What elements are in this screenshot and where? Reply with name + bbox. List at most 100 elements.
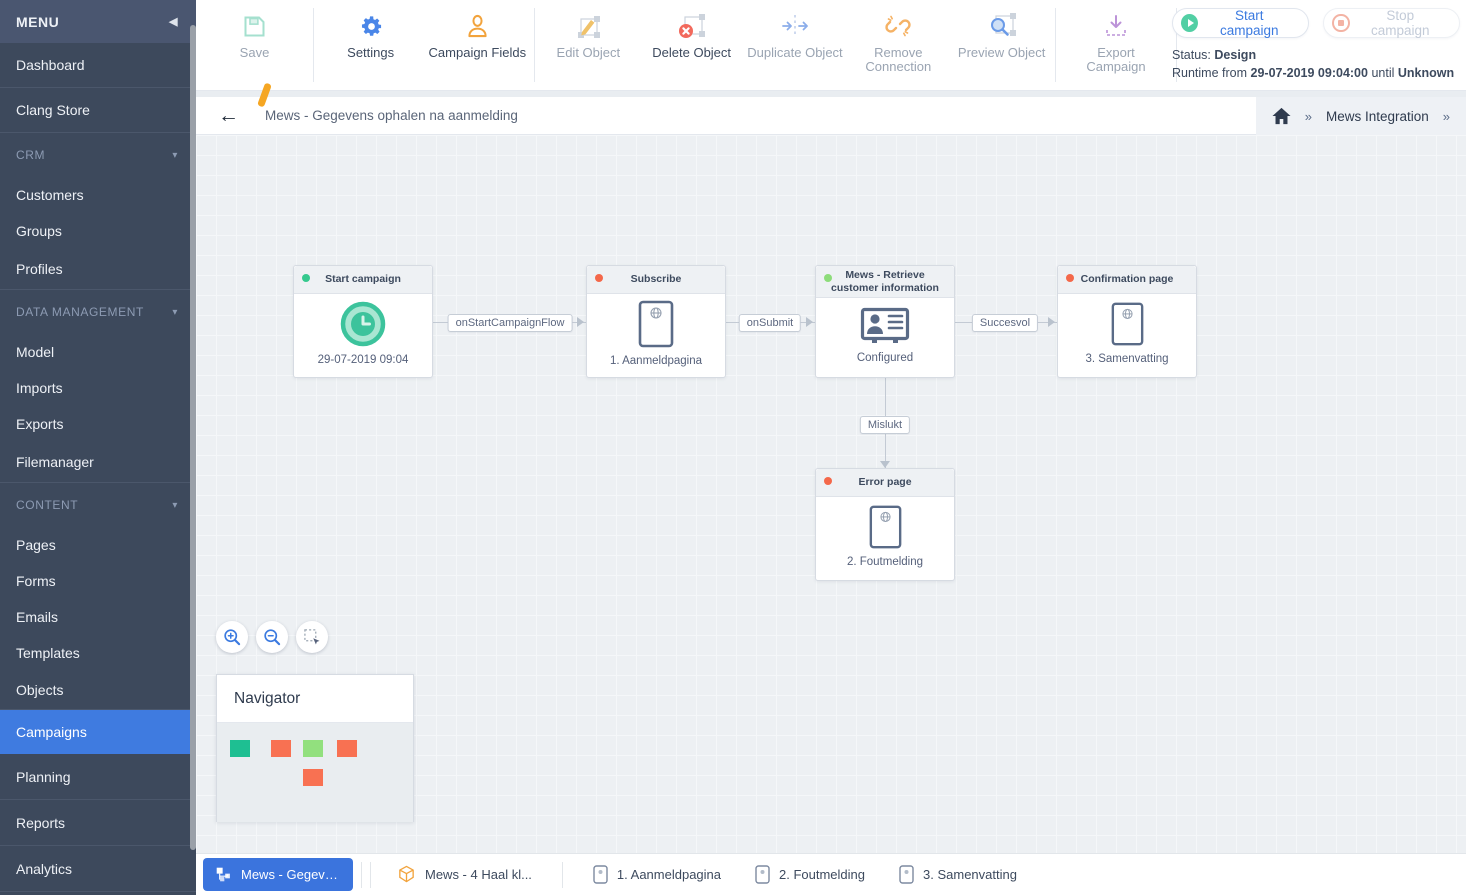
person-icon bbox=[464, 12, 491, 40]
edit-pencil-icon bbox=[573, 12, 603, 40]
home-icon[interactable] bbox=[1272, 107, 1291, 125]
back-arrow-icon[interactable]: ← bbox=[218, 104, 239, 127]
tab-label: 2. Foutmelding bbox=[779, 867, 866, 882]
bottom-tab-bar: Mews - Gegeven... Mews - 4 Haal kl... 1.… bbox=[196, 853, 1466, 895]
sidebar-item-forms[interactable]: Forms bbox=[16, 573, 56, 589]
sidebar-collapse-icon[interactable]: ◀ bbox=[169, 16, 178, 28]
minimap-node bbox=[271, 740, 291, 757]
preview-object-button[interactable]: Preview Object bbox=[952, 12, 1052, 60]
chevron-right-icon: » bbox=[1442, 108, 1450, 124]
sidebar-section-data-management[interactable]: DATA MANAGEMENT ▾ bbox=[16, 305, 178, 319]
sidebar-item-exports[interactable]: Exports bbox=[16, 416, 64, 432]
toolbar-divider bbox=[1176, 8, 1177, 82]
sidebar-item-reports[interactable]: Reports bbox=[0, 800, 196, 846]
sidebar-item-filemanager[interactable]: Filemanager bbox=[0, 442, 196, 483]
zoom-out-icon bbox=[262, 627, 282, 647]
start-campaign-button[interactable]: Start campaign bbox=[1172, 8, 1310, 38]
sidebar-item-model[interactable]: Model bbox=[16, 344, 55, 360]
delete-object-button[interactable]: Delete Object bbox=[642, 12, 742, 60]
tab-divider bbox=[561, 861, 563, 888]
toolbar-divider bbox=[534, 8, 535, 82]
runtime-start: 29-07-2019 09:04:00 bbox=[1250, 66, 1368, 81]
node-title: Error page bbox=[858, 476, 912, 489]
status-dot bbox=[302, 274, 310, 282]
node-subtitle: Configured bbox=[856, 352, 914, 365]
zoom-out-button[interactable] bbox=[256, 621, 288, 653]
tab-aanmeldpagina[interactable]: 1. Aanmeldpagina bbox=[583, 858, 731, 891]
breadcrumb-item-mews-integration[interactable]: Mews Integration bbox=[1325, 108, 1429, 124]
node-mews-retrieve[interactable]: Mews - Retrieve customer information Con… bbox=[815, 265, 955, 378]
node-confirmation-page[interactable]: Confirmation page 3. Samenvatting bbox=[1057, 265, 1197, 378]
marquee-select-button[interactable] bbox=[296, 621, 328, 653]
sidebar-item-planning[interactable]: Planning bbox=[0, 754, 196, 800]
node-subtitle: 2. Foutmelding bbox=[846, 556, 924, 568]
campaign-flow-canvas[interactable]: onStartCampaignFlow onSubmit Succesvol M… bbox=[196, 135, 1466, 853]
cube-icon bbox=[397, 865, 416, 884]
save-icon bbox=[241, 12, 268, 40]
sidebar-item-imports[interactable]: Imports bbox=[16, 380, 63, 396]
toolbar-divider bbox=[1055, 8, 1056, 82]
sidebar-nav: Dashboard Clang Store CRM ▾ Customers Gr… bbox=[0, 43, 196, 892]
connection-label-succesvol[interactable]: Succesvol bbox=[971, 314, 1039, 332]
sidebar-item-objects[interactable]: Objects bbox=[0, 671, 196, 710]
play-icon bbox=[1181, 14, 1199, 32]
breadcrumb-bar: ← Mews - Gegevens ophalen na aanmelding … bbox=[196, 82, 1466, 135]
connection-label-onsubmit[interactable]: onSubmit bbox=[738, 314, 802, 332]
sidebar-item-pages[interactable]: Pages bbox=[16, 537, 56, 553]
sidebar-item-emails[interactable]: Emails bbox=[16, 609, 59, 625]
sidebar-scrollbar[interactable] bbox=[190, 25, 196, 850]
sidebar-section-content[interactable]: CONTENT ▾ bbox=[16, 498, 178, 512]
sidebar-item-clang-store[interactable]: Clang Store bbox=[0, 88, 196, 133]
toolbar: Save Settings Campaign Fields bbox=[196, 0, 1466, 91]
status-dot bbox=[1066, 274, 1074, 282]
tab-foutmelding[interactable]: 2. Foutmelding bbox=[745, 858, 875, 891]
sidebar: MENU ◀ Dashboard Clang Store CRM ▾ Custo… bbox=[0, 0, 196, 895]
stop-campaign-button[interactable]: Stop campaign bbox=[1323, 8, 1460, 38]
toolbar-gap bbox=[196, 91, 1466, 97]
connection-label-onstartcampaignflow[interactable]: onStartCampaignFlow bbox=[447, 314, 573, 332]
remove-connection-button[interactable]: Remove Connection bbox=[848, 12, 948, 75]
navigator-panel[interactable]: Navigator bbox=[216, 674, 414, 822]
navigator-title: Navigator bbox=[217, 675, 413, 723]
save-button[interactable]: Save bbox=[205, 12, 305, 60]
navigator-minimap[interactable] bbox=[217, 723, 413, 822]
export-campaign-button[interactable]: Export Campaign bbox=[1066, 12, 1166, 75]
minimap-node bbox=[303, 769, 323, 786]
campaign-status-panel: Start campaign Stop campaign Status: Des… bbox=[1172, 0, 1460, 82]
sidebar-item-groups[interactable]: Groups bbox=[16, 223, 62, 239]
page-icon bbox=[899, 865, 914, 884]
broken-link-icon bbox=[883, 12, 913, 40]
tab-campaign-flow[interactable]: Mews - Gegeven... bbox=[203, 858, 353, 891]
runtime-line: Runtime from 29-07-2019 09:04:00 until U… bbox=[1172, 66, 1455, 81]
node-subscribe[interactable]: Subscribe 1. Aanmeldpagina bbox=[586, 265, 726, 378]
connection-label-mislukt[interactable]: Mislukt bbox=[859, 416, 911, 434]
node-title: Subscribe bbox=[630, 273, 682, 286]
edit-object-button[interactable]: Edit Object bbox=[538, 12, 638, 60]
campaign-fields-button[interactable]: Campaign Fields bbox=[427, 12, 527, 60]
node-start-campaign[interactable]: Start campaign 29-07-2019 09:04 bbox=[293, 265, 433, 378]
page-icon bbox=[1111, 302, 1144, 346]
sidebar-menu-header: MENU ◀ bbox=[0, 0, 196, 43]
connection-arrow bbox=[577, 317, 584, 327]
zoom-in-button[interactable] bbox=[216, 621, 248, 653]
sidebar-item-templates[interactable]: Templates bbox=[16, 645, 80, 661]
sidebar-item-dashboard[interactable]: Dashboard bbox=[0, 43, 196, 88]
tab-samenvatting[interactable]: 3. Samenvatting bbox=[889, 858, 1027, 891]
sidebar-item-customers[interactable]: Customers bbox=[16, 187, 84, 203]
breadcrumb[interactable]: » Mews Integration » bbox=[1255, 97, 1466, 135]
page-title: Mews - Gegevens ophalen na aanmelding bbox=[265, 108, 518, 123]
sidebar-item-analytics[interactable]: Analytics bbox=[0, 846, 196, 892]
tab-mews-object[interactable]: Mews - 4 Haal kl... bbox=[387, 858, 542, 891]
node-error-page[interactable]: Error page 2. Foutmelding bbox=[815, 468, 955, 581]
chevron-down-icon: ▾ bbox=[172, 306, 178, 318]
sidebar-item-profiles[interactable]: Profiles bbox=[0, 249, 196, 290]
page-icon bbox=[593, 865, 608, 884]
chevron-right-icon: » bbox=[1304, 108, 1312, 124]
main-area: Save Settings Campaign Fields bbox=[196, 0, 1466, 895]
sidebar-item-campaigns[interactable]: Campaigns bbox=[0, 710, 196, 754]
node-title: Confirmation page bbox=[1080, 273, 1174, 286]
status-value: Design bbox=[1214, 48, 1257, 62]
sidebar-section-crm[interactable]: CRM ▾ bbox=[16, 148, 178, 162]
duplicate-object-button[interactable]: Duplicate Object bbox=[745, 12, 845, 60]
settings-button[interactable]: Settings bbox=[321, 12, 421, 60]
